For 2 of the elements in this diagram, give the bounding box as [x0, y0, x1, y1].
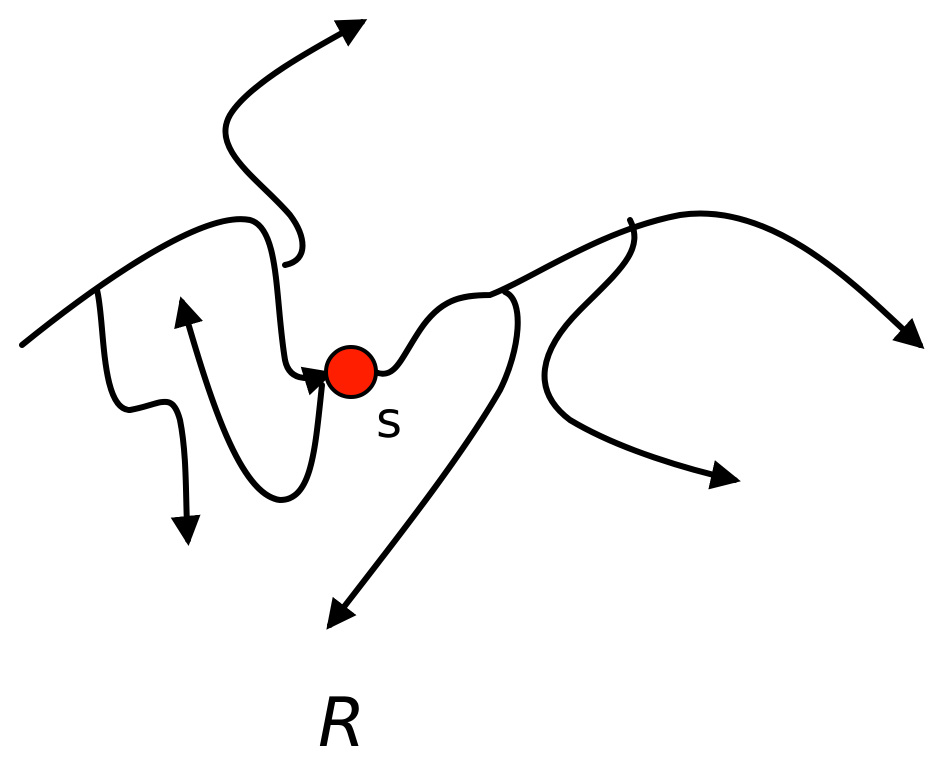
- point-label: s: [376, 395, 402, 445]
- point-label: R: [318, 690, 366, 758]
